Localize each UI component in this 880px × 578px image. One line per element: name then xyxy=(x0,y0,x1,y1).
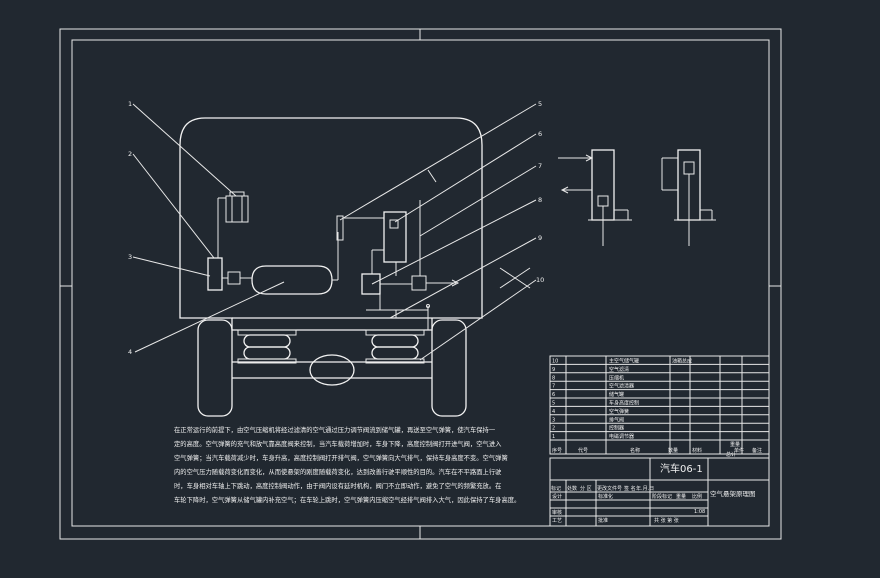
callout-7: 7 xyxy=(538,162,542,170)
standard-label: 标准化 xyxy=(598,493,613,500)
callout-8: 8 xyxy=(538,196,542,204)
parts-row-name: 空气弹簧 xyxy=(609,408,629,415)
approve-label: 批准 xyxy=(598,517,608,524)
header-total: 总计 xyxy=(726,451,736,458)
note-line-6: 车轮下降时，空气弹簧从储气罐内补充空气；在车轮上跳时，空气弹簧内压缩空气经排气阀… xyxy=(174,495,520,504)
height-control xyxy=(336,211,407,274)
parts-row-no: 10 xyxy=(552,359,558,365)
weight-label: 重量 xyxy=(676,493,686,500)
process-label: 工艺 xyxy=(552,518,562,524)
parts-row-no: 4 xyxy=(552,409,555,415)
parts-row-no: 7 xyxy=(552,384,555,390)
parts-row-name: 空气滤清 xyxy=(609,366,629,373)
air-filter xyxy=(217,191,249,258)
parts-row-no: 9 xyxy=(552,367,555,373)
air-spring-right xyxy=(365,329,425,364)
parts-row-note: 油箱总成 xyxy=(672,358,692,365)
parts-row-name: 压缩机 xyxy=(609,374,624,381)
parts-row-name: 储气罐 xyxy=(609,391,624,398)
vehicle-model: 汽车06-1 xyxy=(660,462,703,475)
header-unit: 单件 xyxy=(734,447,744,454)
parts-row-name: 控制器 xyxy=(609,425,624,432)
callout-10: 10 xyxy=(536,276,544,284)
air-reservoir xyxy=(251,232,339,295)
parts-row-no: 3 xyxy=(552,417,555,423)
valve-lines xyxy=(366,294,430,330)
approval-docno: 更改文件号 xyxy=(597,485,622,492)
header-qty: 数量 xyxy=(668,447,678,454)
parts-list-table: 10 主空气储气罐 油箱总成 9 空气滤清 8 压缩机 7 空气滤清器 6 储气罐 5 车身高度控制 4 空… xyxy=(549,355,770,458)
header-material: 材料 xyxy=(692,447,702,454)
review-label: 审核 xyxy=(552,509,562,516)
drawing-title: 空气悬架原理图 xyxy=(710,489,756,498)
callout-2: 2 xyxy=(128,150,132,158)
callout-9: 9 xyxy=(538,234,542,242)
wheels xyxy=(197,319,467,417)
air-spring-left xyxy=(237,329,297,364)
parts-row-name: 主空气储气罐 xyxy=(609,358,639,365)
header-no: 序号 xyxy=(552,447,562,454)
technical-note: 在正常运行的前提下，由空气压缩机将经过滤清的空气通过压力调节阀流到储气罐，再送至… xyxy=(174,425,520,504)
stage-mark-label: 阶段标记 xyxy=(652,493,672,500)
parts-row-no: 8 xyxy=(552,375,555,381)
header-name: 名称 xyxy=(630,447,640,454)
valve-detail-a xyxy=(558,149,632,246)
design-label: 设计 xyxy=(552,493,562,500)
parts-row-no: 1 xyxy=(552,434,555,440)
callout-5: 5 xyxy=(538,100,542,108)
scale-label: 比例 xyxy=(692,493,702,500)
controller xyxy=(207,257,252,291)
note-line-2: 定的高度。空气弹簧的充气和放气靠高度阀来控制，当汽车载荷增加时，车身下降，高度控… xyxy=(174,439,502,448)
approval-zone: 分 区 xyxy=(580,485,592,492)
parts-row-name: 空气滤清器 xyxy=(609,383,634,390)
note-line-3: 空气弹簧；当汽车载荷减少时，车身升高，高度控制阀打开排气阀，空气弹簧向大气排气，… xyxy=(174,453,508,462)
callout-3: 3 xyxy=(128,253,132,261)
header-code: 代号 xyxy=(578,447,588,454)
parts-row-no: 6 xyxy=(552,392,555,398)
leader-lines xyxy=(132,103,537,361)
parts-row-name: 电磁调节器 xyxy=(609,433,634,440)
parts-row-name: 车身高度控制 xyxy=(609,400,639,407)
sheet-frame xyxy=(59,28,782,540)
title-block: 汽车06-1 空气悬架原理图 标记 处数 分 区 更改文件号 签 名 年.月.日… xyxy=(549,457,770,527)
axle xyxy=(232,354,432,386)
approval-count: 处数 xyxy=(567,485,577,492)
callout-6: 6 xyxy=(538,130,542,138)
compressor xyxy=(361,200,460,295)
callout-1: 1 xyxy=(128,100,132,108)
scale-value: 1:08 xyxy=(694,509,705,515)
header-weight: 重量 xyxy=(730,441,740,448)
callout-4: 4 xyxy=(128,348,132,356)
header-note: 备注 xyxy=(752,447,762,454)
approval-date: 年.月.日 xyxy=(636,485,654,492)
note-line-5: 时，车身相对车轴上下跳动，高度控制阀动作，由于阀内设有延时机构，阀门不立即动作，… xyxy=(174,481,501,490)
vehicle-body xyxy=(179,117,483,331)
note-line-4: 内的空气压力随载荷变化而变化，从而使悬架的刚度随载荷变化，达到改善行驶平顺性的目… xyxy=(174,467,502,476)
valve-detail-b xyxy=(661,149,716,246)
approval-marker: 标记 xyxy=(551,485,561,492)
parts-row-no: 2 xyxy=(552,426,555,432)
note-line-1: 在正常运行的前提下，由空气压缩机将经过滤清的空气通过压力调节阀流到储气罐，再送至… xyxy=(174,425,496,434)
parts-row-no: 5 xyxy=(552,401,555,407)
sheet-count: 共 张 第 张 xyxy=(654,517,679,524)
callout-labels: 1 2 3 4 5 6 7 8 9 10 xyxy=(128,100,544,356)
approval-sign: 签 名 xyxy=(624,485,636,492)
parts-row-name: 排气阀 xyxy=(609,416,624,423)
